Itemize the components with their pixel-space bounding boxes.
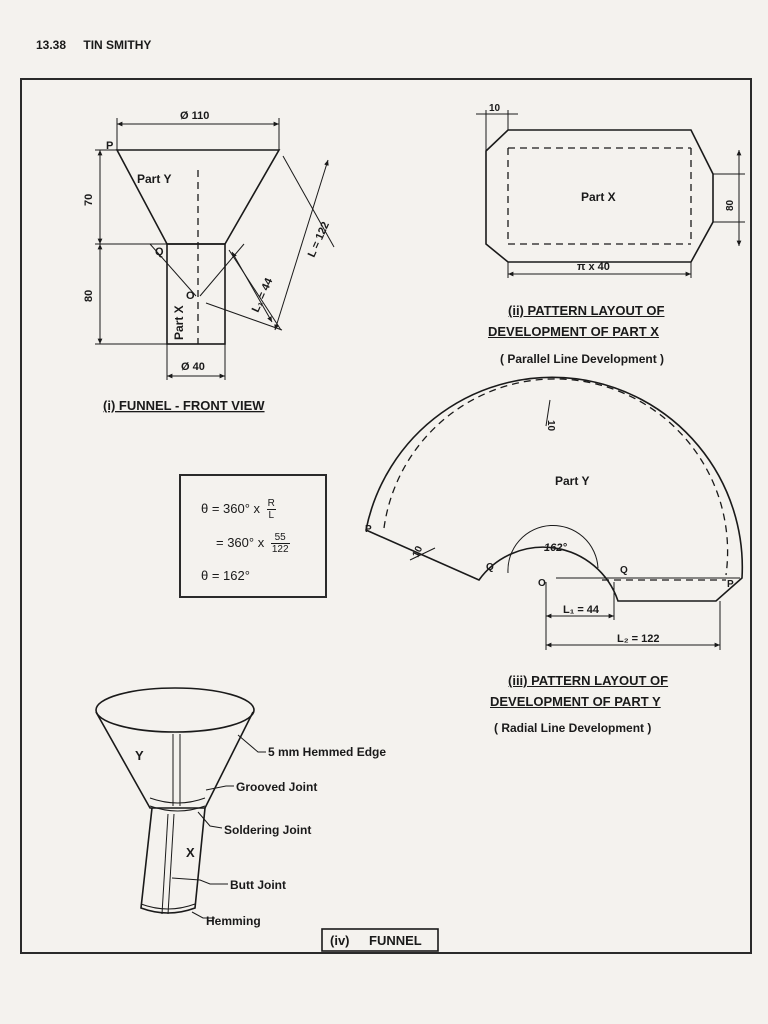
- butt-joint-callout: Butt Joint: [230, 878, 286, 892]
- part-x-caption-line1: (ii) PATTERN LAYOUT OF: [508, 303, 665, 318]
- formula-line2-fraction: 55 122: [270, 532, 290, 555]
- part-x-allowance-label: 10: [489, 103, 501, 114]
- hemming-leader: [191, 911, 215, 919]
- point-o-label: O: [186, 290, 195, 302]
- butt-joint-leader: [171, 877, 228, 885]
- soldering-joint-callout: Soldering Joint: [224, 823, 311, 837]
- page-header: 13.38 TIN SMITHY: [36, 38, 165, 52]
- part-x-height-label: 80: [725, 199, 736, 211]
- part-y-caption-line3: ( Radial Line Development ): [494, 721, 652, 735]
- slant-length-l1-dim: [231, 251, 273, 323]
- part-y-allowance-top-label: 10: [545, 420, 556, 432]
- part-y-l2-label: L₂ = 122: [617, 633, 660, 645]
- point-p-left-label: P: [365, 524, 372, 535]
- funnel-label-x: X: [186, 845, 195, 860]
- point-o-label-y: O: [538, 578, 546, 589]
- slant-length-dim: [274, 159, 329, 331]
- cone-height-label: 70: [83, 194, 95, 206]
- pipe-seam: [161, 813, 169, 915]
- part-y-angle-label: 162°: [544, 542, 567, 554]
- cone-apex-line-left: [149, 243, 197, 297]
- top-diameter-label: Ø 110: [180, 110, 209, 122]
- funnel-front-view: Ø 110 70 80 Ø 40 L = 122 L₁ = 44 P Q O P…: [83, 110, 335, 413]
- figure-frame: [20, 78, 752, 954]
- part-x-caption-line2: DEVELOPMENT OF PART X: [488, 324, 659, 339]
- part-y-l1-label: L₁ = 44: [563, 604, 600, 616]
- formula-line2-num: 55: [270, 532, 290, 544]
- formula-line1-lhs: θ = 360° x: [201, 500, 261, 516]
- part-y-caption-line1: (iii) PATTERN LAYOUT OF: [508, 673, 669, 688]
- cone-apex-line-right: [199, 243, 245, 297]
- formula-line2-den: 122: [271, 544, 289, 555]
- point-p-right-label: P: [727, 579, 734, 590]
- part-x-layout-label: Part X: [581, 190, 616, 204]
- part-x-caption-line3: ( Parallel Line Development ): [500, 352, 665, 366]
- page-number: 13.38: [36, 38, 67, 52]
- hemmed-edge-callout: 5 mm Hemmed Edge: [268, 745, 386, 759]
- formula-line1: θ = 360° x R L: [201, 498, 276, 521]
- point-q-right-label: Q: [620, 565, 628, 576]
- grooved-joint-callout: Grooved Joint: [236, 780, 317, 794]
- point-p-label: P: [106, 140, 113, 152]
- hemmed-edge-leader: [237, 734, 266, 753]
- formula-result: θ = 162°: [201, 568, 250, 583]
- part-y-allowance-left-label: 10: [411, 544, 426, 559]
- funnel-caption-tag: (iv): [330, 933, 350, 948]
- slant-length-label: L = 122: [306, 220, 332, 259]
- point-q-left-label: Q: [486, 562, 494, 573]
- point-q-label: Q: [155, 246, 164, 258]
- funnel-rim: [95, 687, 255, 733]
- part-x-layout: 10 80 π x 40 Part X: [476, 103, 745, 278]
- grooved-joint-leader: [205, 785, 234, 791]
- pipe-outline: [166, 243, 226, 345]
- slant-length-l1-label: L₁ = 44: [250, 276, 276, 315]
- hemming-callout: Hemming: [206, 914, 261, 928]
- pipe-height-label: 80: [83, 290, 95, 302]
- part-y-angle-arc: [507, 525, 599, 574]
- formula-line2: = 360° x 55 122: [216, 532, 290, 555]
- chapter-title: TIN SMITHY: [83, 38, 152, 52]
- front-view-caption: (i) FUNNEL - FRONT VIEW: [103, 398, 265, 413]
- formula-line2-lhs: = 360° x: [216, 534, 265, 550]
- formula-line1-den: L: [268, 510, 275, 521]
- funnel-caption: FUNNEL: [369, 933, 422, 948]
- part-y-layout-label: Part Y: [555, 474, 589, 488]
- funnel-cone-body: [95, 711, 254, 809]
- soldering-joint-leader: [197, 811, 223, 829]
- funnel-label-y: Y: [135, 748, 144, 763]
- formula-line1-num: R: [266, 498, 276, 510]
- part-y-layout: L₁ = 44 L₂ = 122 162° 10 10 Part Y P P Q…: [365, 376, 744, 650]
- formula-box: θ = 360° x R L = 360° x 55 122 θ = 162°: [179, 474, 327, 598]
- formula-line1-fraction: R L: [266, 498, 276, 521]
- part-y-outer-fold: [383, 378, 729, 576]
- part-y-caption-line2: DEVELOPMENT OF PART Y: [490, 694, 661, 709]
- part-x-label: Part X: [172, 305, 186, 340]
- part-y-outline: [365, 376, 744, 602]
- funnel-caption-box: [321, 928, 439, 952]
- part-y-label: Part Y: [137, 172, 171, 186]
- funnel-3d-sketch: Y X 5 mm Hemmed Edge Grooved Joint Solde…: [95, 687, 439, 952]
- bottom-diameter-label: Ø 40: [181, 361, 205, 373]
- part-x-length-label: π x 40: [577, 261, 610, 273]
- grooved-joint-band: [149, 797, 206, 804]
